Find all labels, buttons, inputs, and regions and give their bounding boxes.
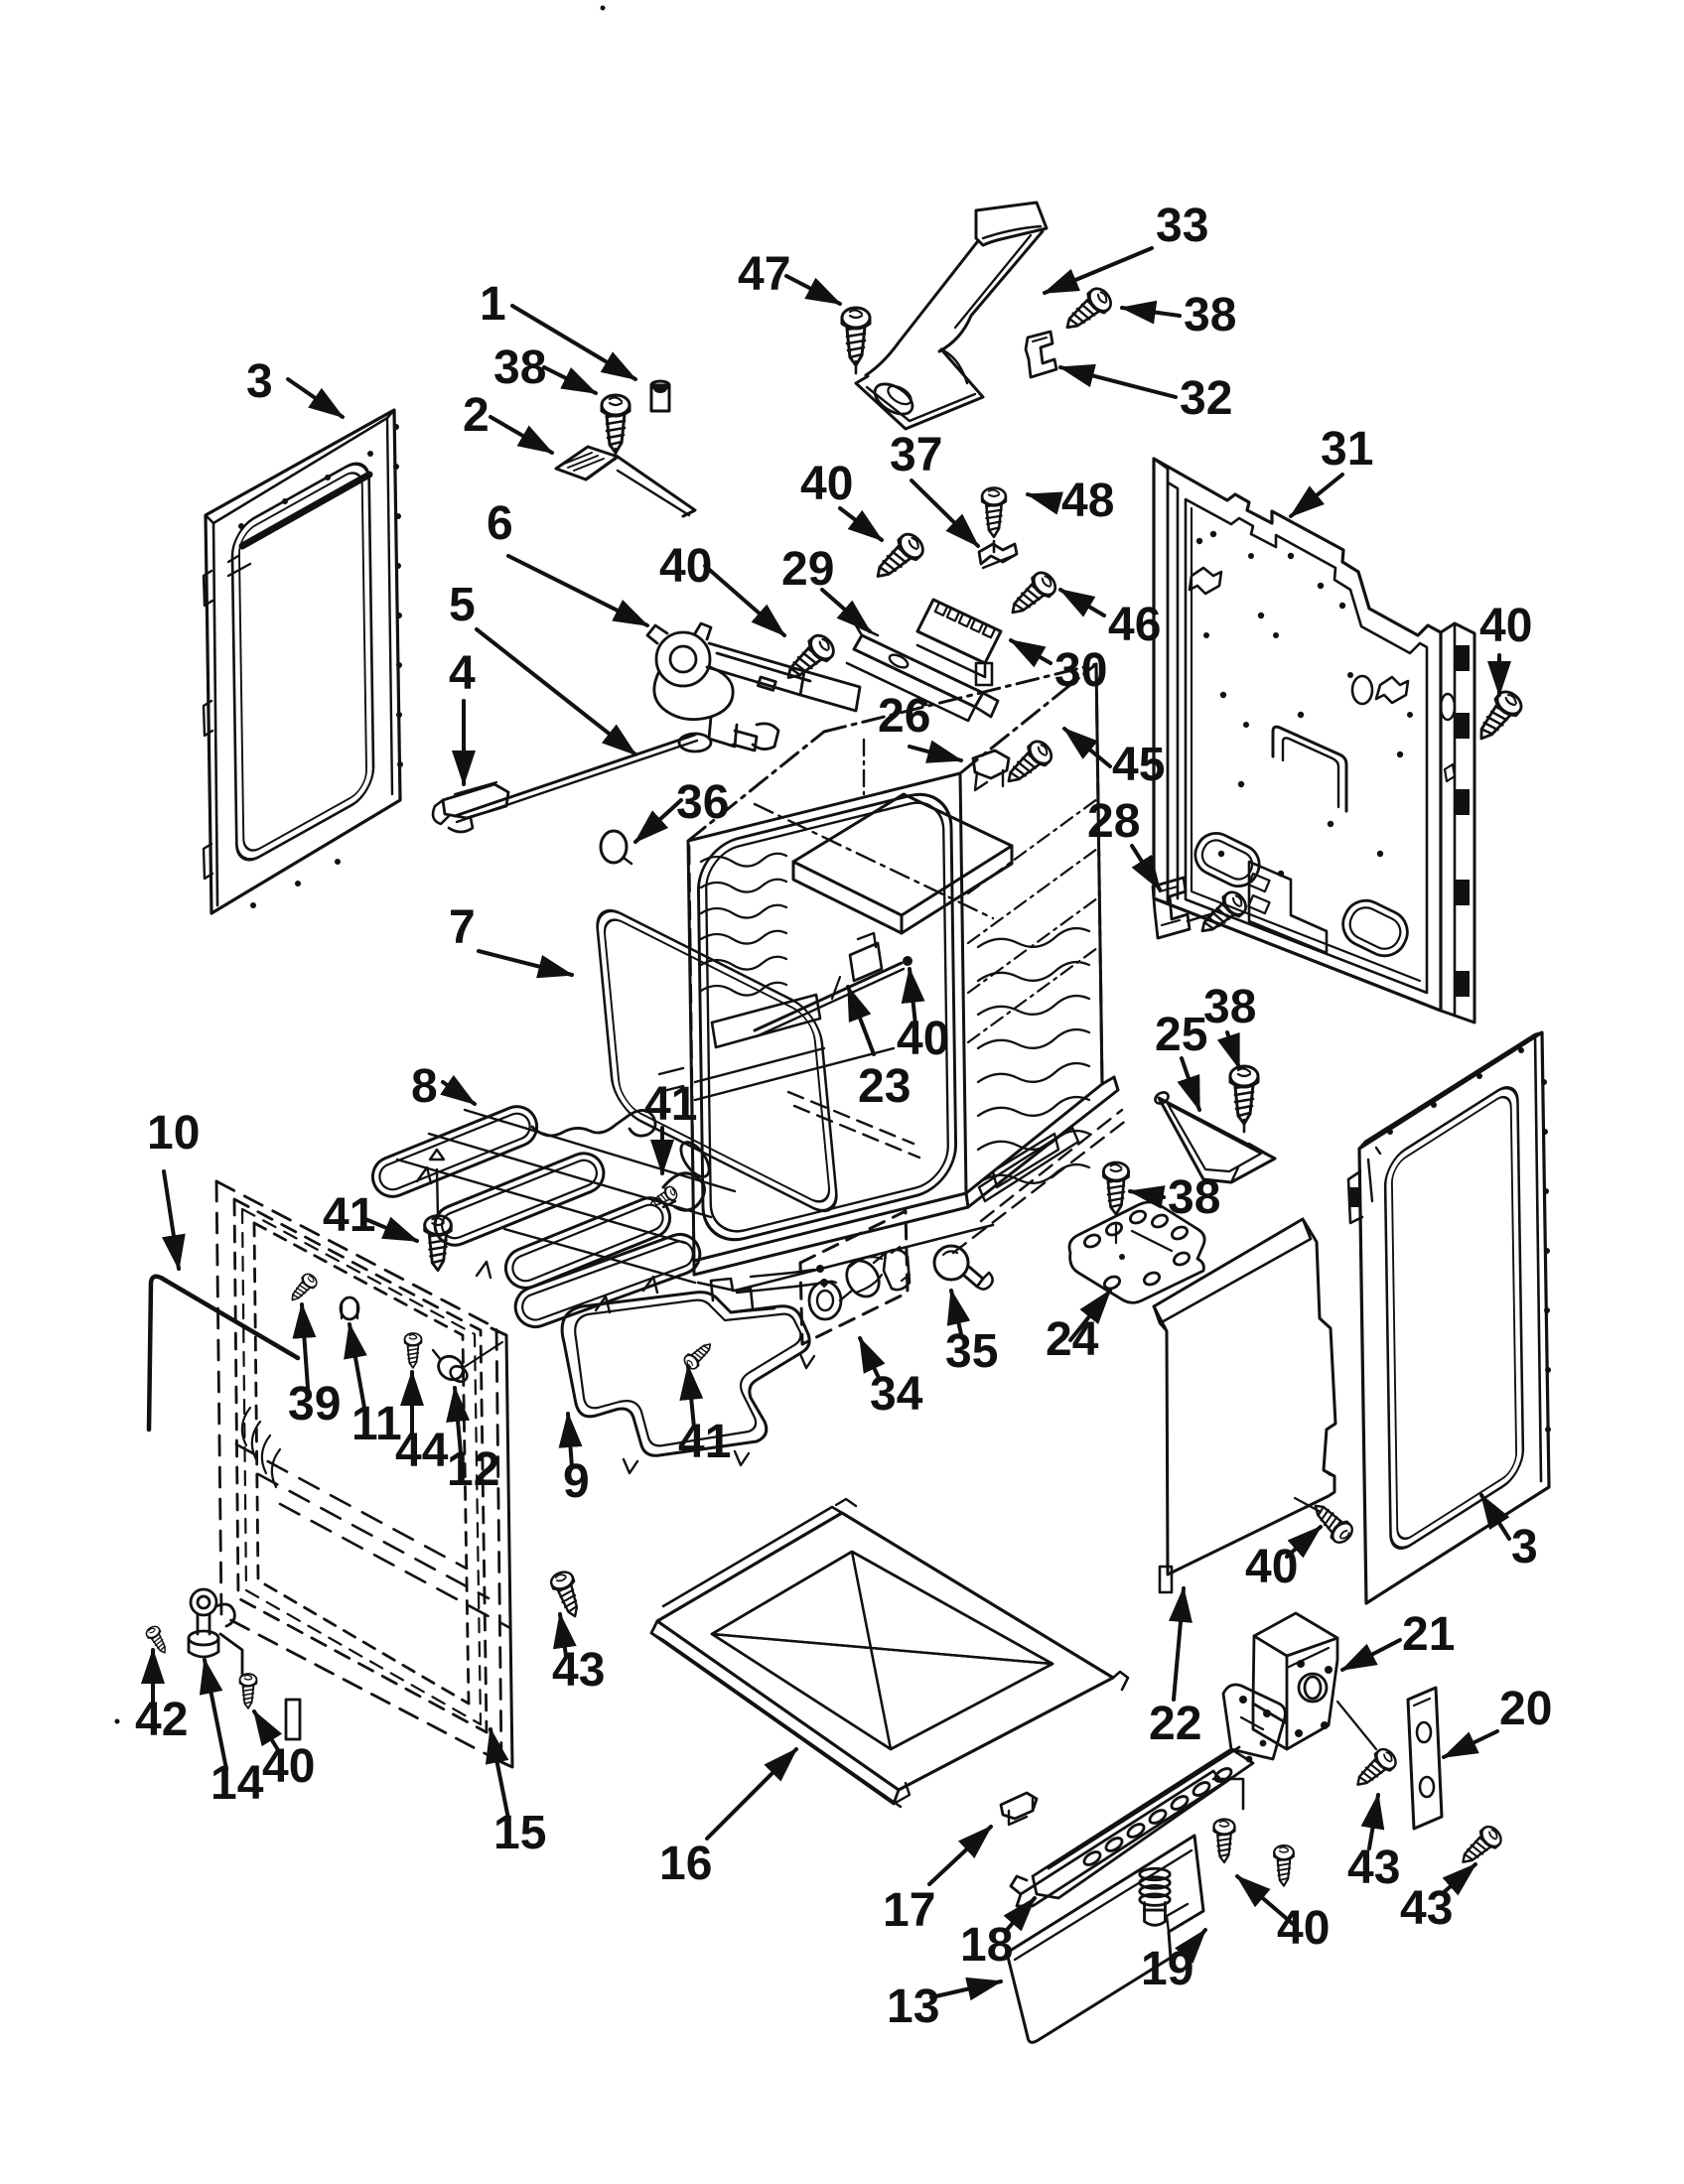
svg-text:7: 7 [449,901,476,954]
svg-text:17: 17 [883,1884,935,1937]
svg-text:2: 2 [463,389,490,442]
svg-text:14: 14 [210,1757,264,1810]
svg-text:12: 12 [447,1443,499,1496]
svg-text:39: 39 [288,1378,341,1431]
svg-text:40: 40 [1479,600,1532,652]
svg-text:40: 40 [1277,1902,1330,1955]
svg-text:21: 21 [1402,1608,1455,1661]
svg-text:30: 30 [1054,644,1107,697]
svg-text:37: 37 [890,429,942,481]
svg-text:25: 25 [1155,1009,1207,1061]
svg-text:42: 42 [135,1694,188,1746]
svg-text:40: 40 [1245,1541,1298,1593]
svg-text:23: 23 [858,1060,911,1113]
svg-text:38: 38 [1184,289,1236,341]
svg-text:31: 31 [1321,423,1373,476]
svg-text:36: 36 [676,776,729,829]
svg-text:28: 28 [1087,795,1140,848]
svg-text:3: 3 [246,355,273,408]
svg-text:1: 1 [480,278,506,331]
svg-text:16: 16 [659,1838,712,1890]
svg-text:40: 40 [262,1740,315,1793]
svg-text:47: 47 [738,248,790,301]
svg-text:9: 9 [563,1455,590,1508]
svg-text:13: 13 [887,1980,939,2033]
svg-text:8: 8 [411,1060,438,1113]
svg-text:38: 38 [493,341,546,394]
svg-text:40: 40 [897,1013,949,1065]
svg-text:20: 20 [1499,1683,1552,1735]
svg-text:15: 15 [493,1807,546,1859]
svg-text:43: 43 [552,1644,605,1697]
svg-text:48: 48 [1061,475,1114,527]
svg-text:4: 4 [449,647,476,700]
svg-text:33: 33 [1156,200,1208,252]
svg-text:10: 10 [147,1107,200,1160]
svg-text:22: 22 [1149,1698,1201,1750]
svg-text:41: 41 [644,1078,697,1131]
svg-text:6: 6 [487,497,513,550]
svg-text:44: 44 [395,1425,449,1477]
svg-text:35: 35 [945,1325,998,1378]
svg-text:43: 43 [1347,1842,1400,1894]
svg-text:32: 32 [1180,372,1232,425]
svg-text:29: 29 [781,543,834,596]
svg-text:38: 38 [1203,981,1256,1033]
svg-text:45: 45 [1112,739,1165,791]
svg-text:18: 18 [960,1919,1013,1972]
svg-text:3: 3 [1511,1521,1538,1573]
svg-text:11: 11 [351,1398,402,1450]
svg-text:41: 41 [323,1189,375,1242]
svg-text:40: 40 [800,458,853,510]
svg-text:5: 5 [449,579,476,631]
